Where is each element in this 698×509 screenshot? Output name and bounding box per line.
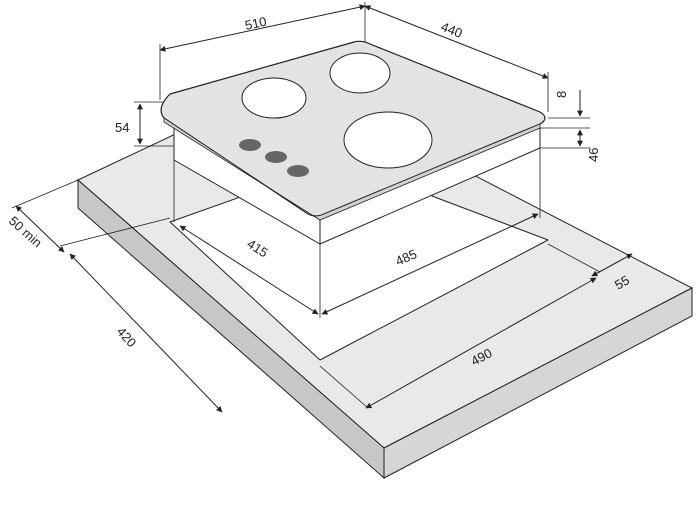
- label-46: 46: [586, 148, 601, 162]
- label-420: 420: [114, 324, 140, 350]
- dim-line-55: [591, 253, 633, 277]
- label-50min: 50 min: [6, 213, 45, 250]
- dim-line-485: [321, 213, 539, 315]
- knob-2: [265, 151, 287, 163]
- knob-1: [239, 139, 261, 151]
- burner-front-large: [343, 111, 433, 169]
- label-8: 8: [554, 91, 569, 98]
- extension-lines: [11, 2, 601, 409]
- hob-glass-edge: [163, 117, 541, 221]
- dim-line-440: [364, 5, 549, 79]
- burner-rear-left: [241, 77, 307, 119]
- dim-line-420: [69, 253, 223, 413]
- knob-3: [287, 165, 309, 177]
- dim-line-490: [365, 277, 597, 409]
- burner-rear-right: [329, 52, 391, 94]
- label-55: 55: [612, 272, 632, 292]
- dim-line-510: [159, 4, 366, 52]
- control-knobs: [239, 139, 309, 177]
- dimension-lines: [15, 4, 633, 413]
- label-510: 510: [244, 14, 268, 33]
- dim-line-415: [179, 225, 319, 315]
- burners: [241, 52, 433, 169]
- dim-line-50min: [15, 205, 65, 253]
- label-440: 440: [439, 19, 465, 41]
- label-54: 54: [115, 120, 129, 135]
